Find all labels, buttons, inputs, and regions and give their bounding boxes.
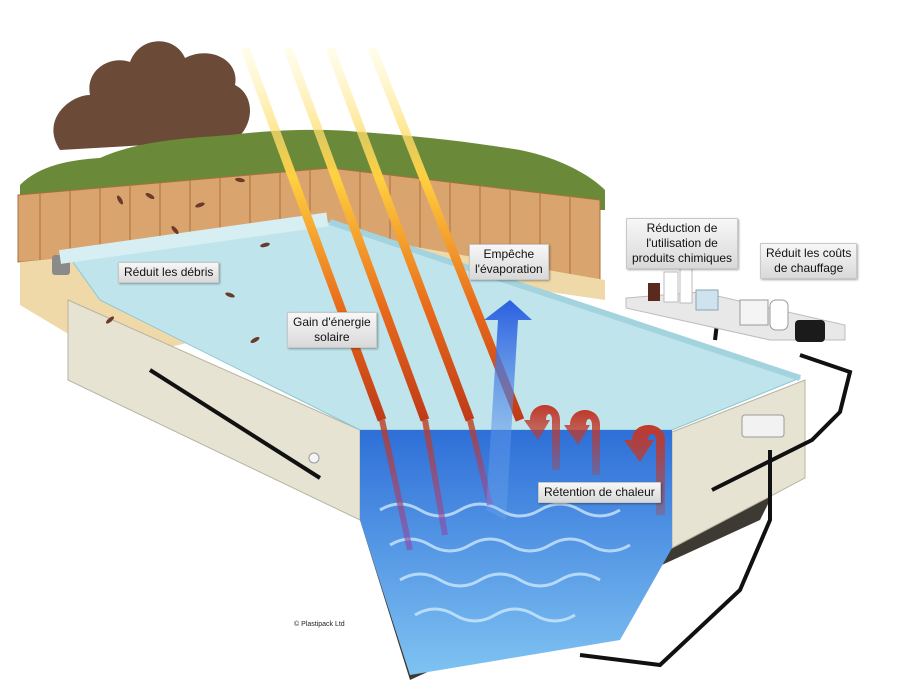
label-reduces-debris: Réduit les débris [118,262,220,283]
sun-ray-icon [240,46,525,551]
label-reduces-heating-costs: Réduit les coûts de chauffage [760,243,858,279]
pump-icon [739,299,825,342]
return-jet-icon [308,452,320,464]
tree-icon [53,41,250,150]
pipework [148,314,853,668]
credit-text: © Plastipack Ltd [294,621,345,628]
cover-reel-icon [52,212,329,275]
skimmer-icon [741,414,785,438]
label-solar-gain: Gain d'énergie solaire [287,312,377,348]
label-prevents-evaporation: Empêche l'évaporation [469,244,549,280]
water-cutaway [360,430,672,675]
label-heat-retention: Rétention de chaleur [538,482,661,503]
heat-arrow-icon [524,405,665,515]
label-reduces-chemicals: Réduction de l'utilisation de produits c… [626,218,739,269]
evaporation-arrow-icon [484,300,532,520]
